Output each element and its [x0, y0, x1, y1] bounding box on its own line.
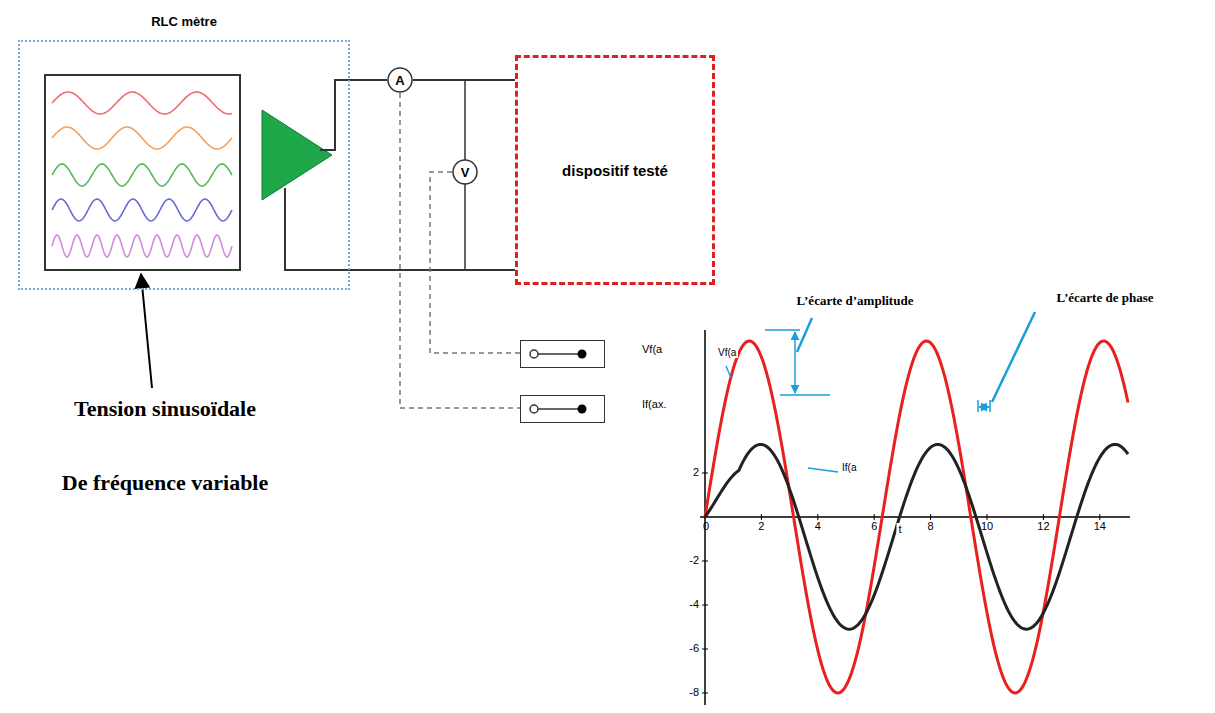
- tick-label: 14: [1094, 520, 1106, 532]
- amplifier-symbol: [262, 110, 332, 200]
- wire: [320, 80, 350, 150]
- voltage-curve: [705, 341, 1128, 693]
- caption-text: Tension sinusoïdale: [74, 396, 256, 422]
- generator-wave: [52, 92, 232, 114]
- tick-label: -2: [689, 554, 699, 566]
- x-axis: [700, 516, 1130, 518]
- generator-waves: [52, 92, 232, 257]
- tick-label: 4: [815, 520, 821, 532]
- instrument-box: RLC mètre: [18, 40, 350, 290]
- wire: [350, 79, 387, 81]
- leader-line: [808, 468, 838, 472]
- tick-label: -6: [689, 642, 699, 654]
- signal-name: If(a: [840, 462, 858, 473]
- voltmeter-symbol: V: [452, 159, 478, 185]
- annotation: L’écarte de phase: [1054, 290, 1155, 306]
- leader-line: [726, 366, 731, 378]
- node-text: If(ax.: [642, 398, 666, 410]
- tick-label: 8: [928, 520, 934, 532]
- wire: [413, 79, 515, 81]
- generator-wave: [52, 127, 232, 149]
- tick-label: -8: [689, 686, 699, 698]
- tick-label: 2: [758, 520, 764, 532]
- probe-lead: [400, 93, 520, 408]
- node-text: dispositif testé: [562, 162, 668, 179]
- ammeter-symbol: A: [387, 67, 413, 93]
- axis-ticks: [702, 473, 1100, 693]
- generator-wave: [52, 199, 232, 221]
- tick-label: 0: [703, 520, 709, 532]
- tick-label: 10: [981, 520, 993, 532]
- probe-lead: [430, 172, 520, 353]
- axis-title: t: [896, 523, 903, 535]
- node-text: V: [461, 165, 470, 180]
- caption-text: De fréquence variable: [62, 470, 269, 496]
- node-text: A: [395, 73, 404, 88]
- tick-label: 2: [693, 466, 699, 478]
- generator-wave: [52, 235, 232, 257]
- phase-marker: [978, 312, 1035, 412]
- amplitude-marker: [765, 318, 830, 395]
- generator-screen: [45, 75, 240, 270]
- probe-box: If(ax.: [520, 395, 605, 423]
- node-text: Vf(a: [642, 343, 662, 355]
- signal-curves: [705, 341, 1128, 693]
- device-under-test: dispositif testé: [515, 55, 715, 285]
- tick-label: 6: [871, 520, 877, 532]
- probe-box: Vf(a: [520, 340, 605, 368]
- tick-label: -4: [689, 598, 699, 610]
- pointer-arrow: [141, 274, 152, 388]
- signal-name: Vf(a: [716, 347, 738, 358]
- generator-wave: [52, 164, 232, 186]
- tick-label: 12: [1037, 520, 1049, 532]
- annotation: L’écarte d’amplitude: [795, 293, 916, 309]
- probe-symbol: [530, 350, 587, 414]
- current-curve: [705, 444, 1128, 629]
- node-text: RLC mètre: [151, 14, 217, 29]
